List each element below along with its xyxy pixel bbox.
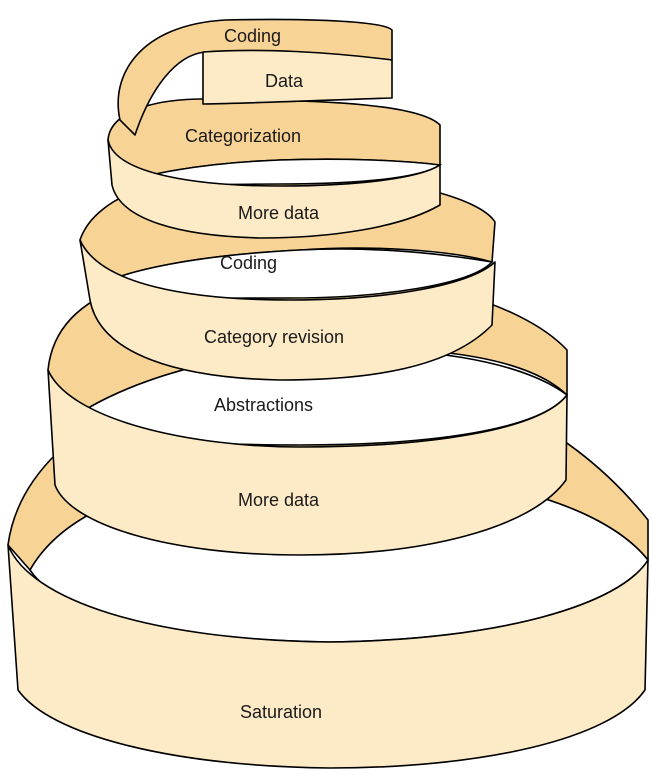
label-category-revision: Category revision (204, 327, 344, 347)
band-saturation-front (7, 544, 649, 769)
band-top-inner (117, 18, 393, 136)
label-abstractions: Abstractions (214, 395, 313, 415)
label-saturation: Saturation (240, 702, 322, 722)
label-coding-middle: Coding (220, 253, 277, 273)
label-more-data-2: More data (238, 490, 320, 510)
label-more-data-1: More data (238, 203, 320, 223)
label-coding-top: Coding (224, 26, 281, 46)
band-categorization-front (107, 139, 441, 239)
label-categorization: Categorization (185, 126, 301, 146)
label-data: Data (265, 71, 304, 91)
band-moredata2-front (47, 369, 568, 556)
band-revision-front (79, 239, 496, 381)
band-top-front (202, 49, 393, 105)
